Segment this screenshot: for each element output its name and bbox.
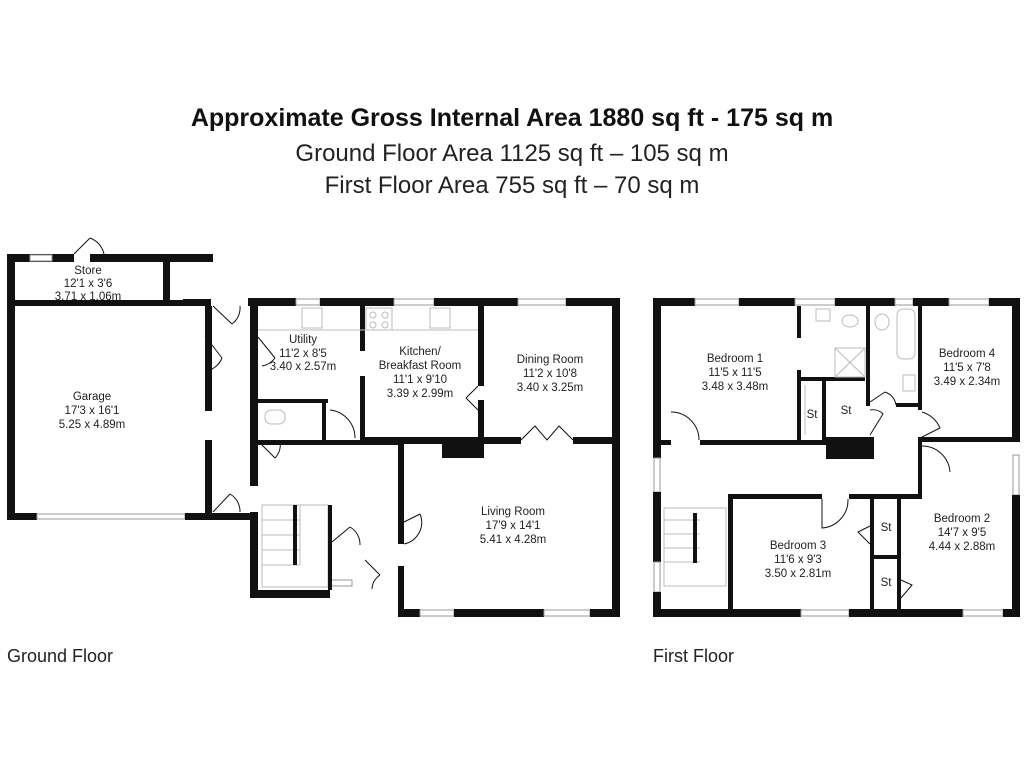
room-name: Bedroom 1 [707, 353, 763, 365]
room-imperial: 17'9 x 14'1 [486, 520, 541, 532]
storage-label: St [807, 409, 819, 421]
first-floor-area: First Floor Area 755 sq ft – 70 sq m [324, 172, 700, 199]
room-imperial: 14'7 x 9'5 [938, 527, 987, 539]
room-imperial: 12'1 x 3'6 [64, 278, 113, 290]
room-name: Kitchen/ [399, 346, 441, 358]
ground-floor-label: Ground Floor [7, 646, 114, 666]
room-metric: 4.44 x 2.88m [929, 541, 995, 553]
room-metric: 3.40 x 2.57m [270, 361, 336, 373]
room-imperial: 17'3 x 16'1 [65, 405, 120, 417]
storage-label: St [841, 405, 853, 417]
room-imperial: 11'2 x 8'5 [279, 348, 327, 360]
room-imperial: 11'6 x 9'3 [774, 554, 822, 566]
room-name: Utility [289, 334, 317, 346]
room-metric: 3.50 x 2.81m [765, 568, 831, 580]
room-imperial: 11'5 x 7'8 [943, 362, 991, 374]
room-name: Bedroom 4 [939, 348, 996, 360]
ground-floor-plan: Store 12'1 x 3'6 3.71 x 1.06m Garage 17'… [7, 237, 620, 617]
gross-area-title: Approximate Gross Internal Area 1880 sq … [190, 104, 834, 132]
room-metric: 5.25 x 4.89m [59, 419, 125, 431]
room-metric: 3.39 x 2.99m [387, 388, 453, 400]
room-imperial: 11'5 x 11'5 [708, 367, 761, 379]
storage-label: St [881, 522, 893, 534]
room-metric: 3.71 x 1.06m [55, 291, 121, 303]
room-name: Garage [73, 391, 111, 403]
ground-floor-area: Ground Floor Area 1125 sq ft – 105 sq m [295, 140, 729, 167]
room-name: Store [74, 265, 102, 277]
room-name: Living Room [481, 506, 545, 518]
room-metric: 3.48 x 3.48m [702, 381, 768, 393]
first-floor-plan: Bedroom 1 11'5 x 11'5 3.48 x 3.48m Bedro… [653, 298, 1020, 617]
room-metric: 3.49 x 2.34m [934, 376, 1000, 388]
room-name: Bedroom 3 [770, 540, 826, 552]
room-imperial: 11'2 x 10'8 [523, 368, 577, 380]
room-name: Dining Room [517, 354, 583, 366]
room-name-line2: Breakfast Room [379, 360, 461, 372]
first-floor-label: First Floor [653, 646, 734, 666]
storage-label: St [881, 577, 893, 589]
kitchen-fixtures [258, 307, 478, 425]
room-metric: 3.40 x 3.25m [517, 382, 583, 394]
room-imperial: 11'1 x 9'10 [393, 374, 447, 386]
bathroom-fixtures [663, 308, 916, 587]
room-metric: 5.41 x 4.28m [480, 534, 546, 546]
room-name: Bedroom 2 [934, 513, 990, 525]
